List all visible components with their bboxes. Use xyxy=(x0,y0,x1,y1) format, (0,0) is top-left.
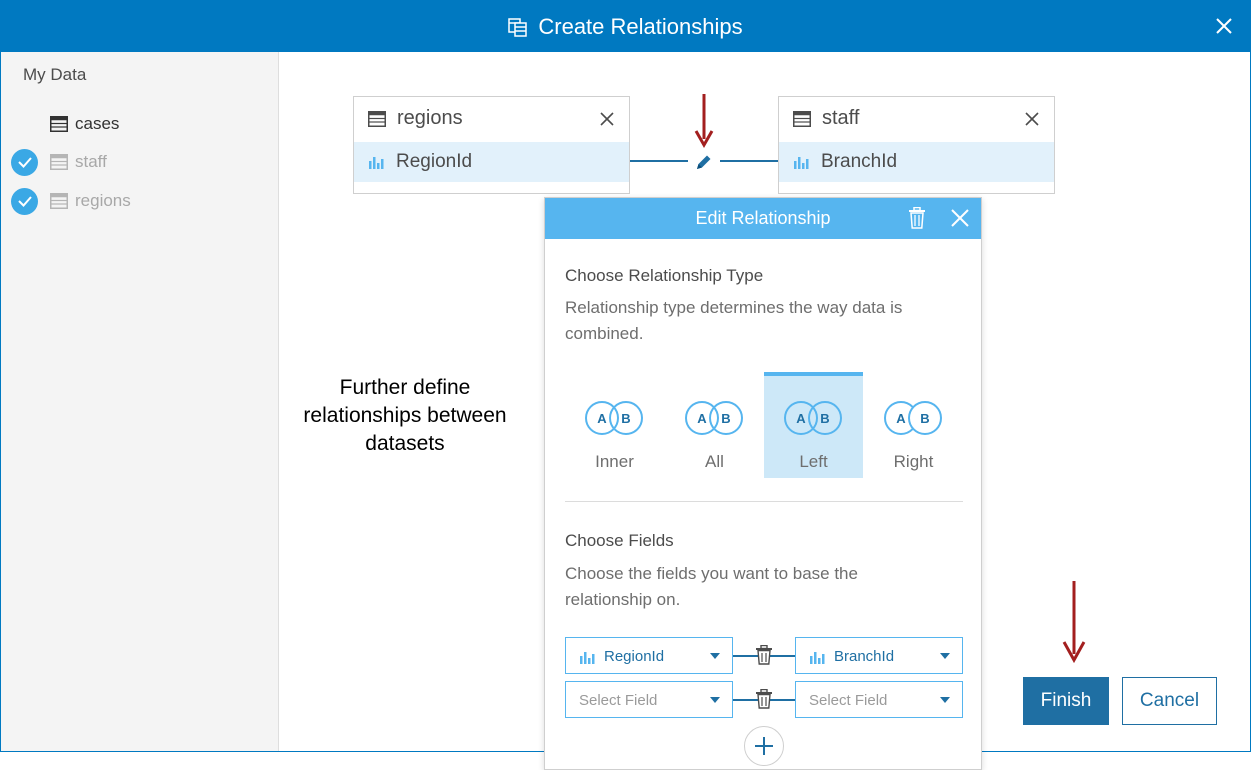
relationship-type-inner[interactable]: A B Inner xyxy=(565,372,664,478)
finish-button[interactable]: Finish xyxy=(1023,677,1109,725)
dialog-titlebar: Create Relationships xyxy=(1,1,1250,52)
dataset-label: cases xyxy=(75,114,120,133)
bar-chart-icon xyxy=(794,157,809,169)
venn-label-b: B xyxy=(621,411,630,426)
annotation-arrow-icon xyxy=(694,94,714,149)
choose-fields-title: Choose Fields xyxy=(565,531,674,550)
dataset-label: staff xyxy=(75,152,107,171)
venn-inner-icon: A B xyxy=(585,401,643,435)
relationship-type-options: A B Inner A B All A B Left xyxy=(565,372,963,478)
venn-right-icon: A B xyxy=(884,401,942,435)
relationship-type-label: Right xyxy=(893,452,934,471)
table-name: staff xyxy=(822,107,860,129)
bar-chart-icon xyxy=(369,157,384,169)
relationship-type-description: Relationship type determines the way dat… xyxy=(565,298,903,343)
relationship-link-line xyxy=(630,160,688,162)
edit-relationship-panel: Edit Relationship Choose Relationship Ty… xyxy=(544,197,982,770)
trash-icon[interactable] xyxy=(755,645,773,665)
relationship-type-label: Left xyxy=(799,452,828,471)
field-select-value: BranchId xyxy=(834,648,895,665)
left-field-select[interactable]: Select Field xyxy=(565,681,733,718)
annotation-arrow-icon xyxy=(1062,581,1086,664)
my-data-sidebar: My Data cases staff xyxy=(1,52,279,751)
table-card-header: regions xyxy=(354,97,629,141)
add-field-pair-button[interactable] xyxy=(744,726,784,766)
table-card-staff[interactable]: staff BranchId xyxy=(778,96,1055,194)
relationship-link-line xyxy=(720,160,778,162)
venn-label-a: A xyxy=(896,411,906,426)
trash-icon[interactable] xyxy=(755,689,773,709)
dataset-item-cases[interactable]: cases xyxy=(1,109,279,139)
choose-fields-description: Choose the fields you want to base the r… xyxy=(565,564,858,609)
dialog-title: Create Relationships xyxy=(538,13,743,39)
pencil-icon[interactable] xyxy=(694,152,714,172)
panel-header: Edit Relationship xyxy=(545,198,981,239)
close-icon[interactable] xyxy=(951,209,969,227)
trash-icon[interactable] xyxy=(907,207,927,229)
sidebar-heading: My Data xyxy=(23,65,87,84)
table-field-row[interactable]: BranchId xyxy=(779,142,1054,182)
check-icon[interactable] xyxy=(11,148,38,176)
table-icon xyxy=(50,193,68,209)
relationship-type-right[interactable]: A B Right xyxy=(864,372,963,478)
relationship-type-label: All xyxy=(705,452,724,471)
bar-chart-icon xyxy=(580,652,595,664)
check-icon[interactable] xyxy=(11,187,38,215)
venn-label-a: A xyxy=(697,411,707,426)
relationship-type-left[interactable]: A B Left xyxy=(764,372,863,478)
field-name: BranchId xyxy=(821,151,898,172)
table-icon xyxy=(50,116,68,132)
dataset-item-staff[interactable]: staff xyxy=(1,147,279,177)
field-select-placeholder: Select Field xyxy=(579,692,658,709)
table-card-header: staff xyxy=(779,97,1054,141)
venn-label-a: A xyxy=(597,411,607,426)
table-field-row[interactable]: RegionId xyxy=(354,142,629,182)
venn-label-b: B xyxy=(820,411,829,426)
relationship-icon xyxy=(508,17,528,37)
venn-label-b: B xyxy=(920,411,929,426)
right-field-select[interactable]: BranchId xyxy=(795,637,963,674)
relationship-type-all[interactable]: A B All xyxy=(665,372,764,478)
chevron-down-icon xyxy=(940,697,950,703)
venn-label-b: B xyxy=(721,411,730,426)
table-icon xyxy=(50,154,68,170)
chevron-down-icon xyxy=(710,653,720,659)
table-icon xyxy=(368,111,386,127)
table-icon xyxy=(793,111,811,127)
bar-chart-icon xyxy=(810,652,825,664)
cancel-button[interactable]: Cancel xyxy=(1122,677,1217,725)
close-icon[interactable] xyxy=(1024,111,1040,127)
relationship-type-title: Choose Relationship Type xyxy=(565,266,764,285)
field-name: RegionId xyxy=(396,151,473,172)
field-select-placeholder: Select Field xyxy=(809,692,888,709)
close-icon[interactable] xyxy=(1214,16,1234,36)
dataset-label: regions xyxy=(75,191,131,210)
annotation-caption: Further define relationships between dat… xyxy=(303,376,507,455)
field-select-value: RegionId xyxy=(604,648,665,665)
chevron-down-icon xyxy=(710,697,720,703)
right-field-select[interactable]: Select Field xyxy=(795,681,963,718)
section-divider xyxy=(565,501,963,502)
chevron-down-icon xyxy=(940,653,950,659)
venn-all-icon: A B xyxy=(685,401,743,435)
venn-label-a: A xyxy=(796,411,806,426)
table-name: regions xyxy=(397,107,463,129)
dataset-item-regions[interactable]: regions xyxy=(1,186,279,216)
table-card-regions[interactable]: regions RegionId xyxy=(353,96,630,194)
plus-icon xyxy=(755,737,773,755)
venn-left-icon: A B xyxy=(784,401,842,435)
panel-title: Edit Relationship xyxy=(695,208,831,228)
close-icon[interactable] xyxy=(599,111,615,127)
left-field-select[interactable]: RegionId xyxy=(565,637,733,674)
relationship-type-label: Inner xyxy=(595,452,634,471)
